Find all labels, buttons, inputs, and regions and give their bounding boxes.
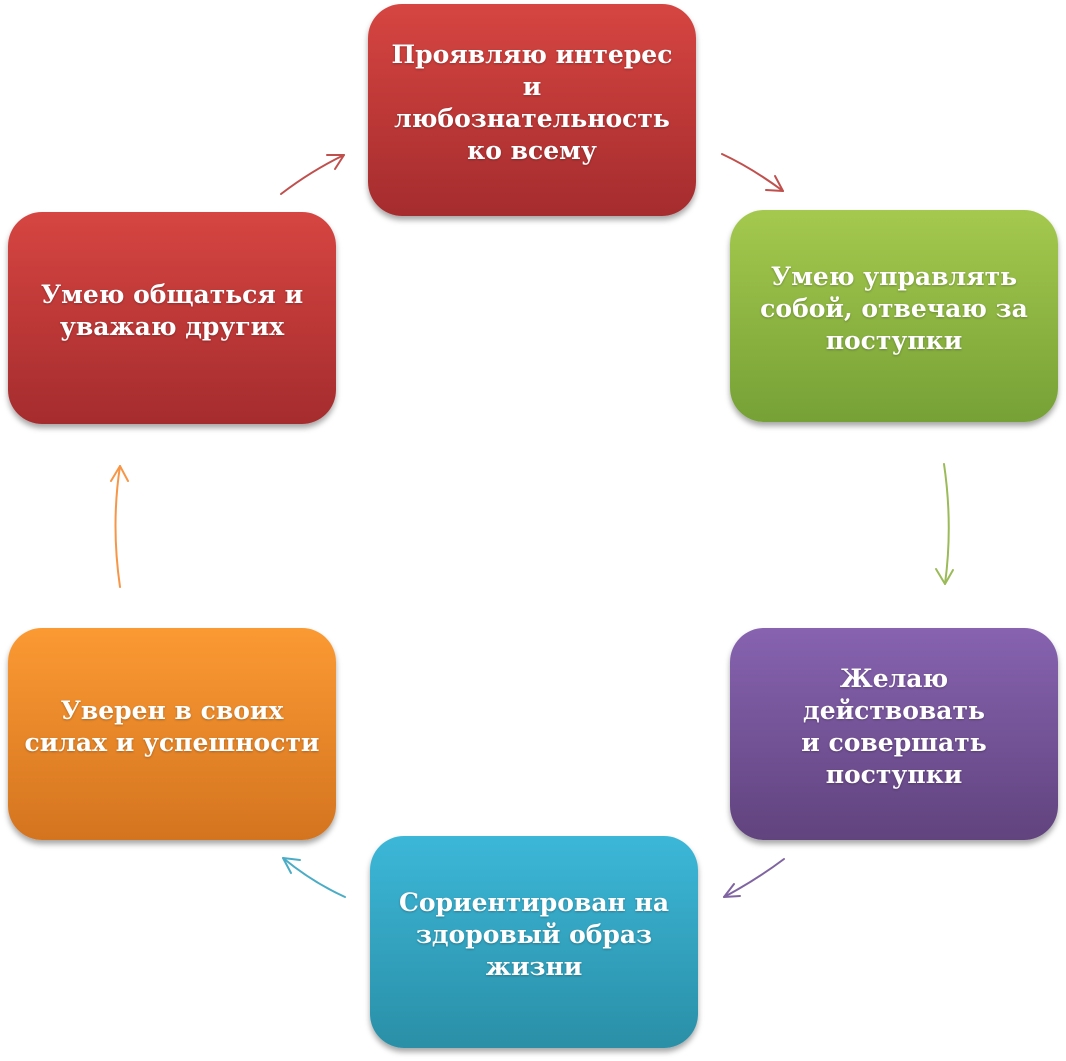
node-label: Сориентирован на здоровый образ жизни	[398, 888, 670, 981]
cycle-node-self-control: Умею управлять собой, отвечаю за поступк…	[730, 210, 1058, 422]
cycle-node-confidence: Уверен в своих силах и успешности	[8, 628, 336, 840]
arrow-node6-to-node1	[280, 154, 345, 195]
node-label: Желаю действовать и совершать поступки	[801, 664, 987, 789]
arrow-node5-to-node6	[110, 465, 129, 588]
arrow-node2-to-node3	[935, 463, 954, 585]
node-label: Умею общаться и уважаю других	[40, 280, 304, 341]
cycle-node-interest: Проявляю интерес и любознательность ко в…	[368, 4, 696, 216]
cycle-node-healthy-lifestyle: Сориентирован на здоровый образ жизни	[370, 836, 698, 1048]
arrow-node3-to-node4	[723, 858, 785, 898]
cycle-node-desire-to-act: Желаю действовать и совершать поступки	[730, 628, 1058, 840]
node-label: Умею управлять собой, отвечаю за поступк…	[760, 262, 1028, 355]
arrow-node4-to-node5	[282, 857, 346, 898]
cycle-node-communication: Умею общаться и уважаю других	[8, 212, 336, 424]
node-label: Проявляю интерес и любознательность ко в…	[391, 40, 673, 165]
arrow-node1-to-node2	[721, 153, 784, 192]
node-label: Уверен в своих силах и успешности	[24, 696, 320, 757]
